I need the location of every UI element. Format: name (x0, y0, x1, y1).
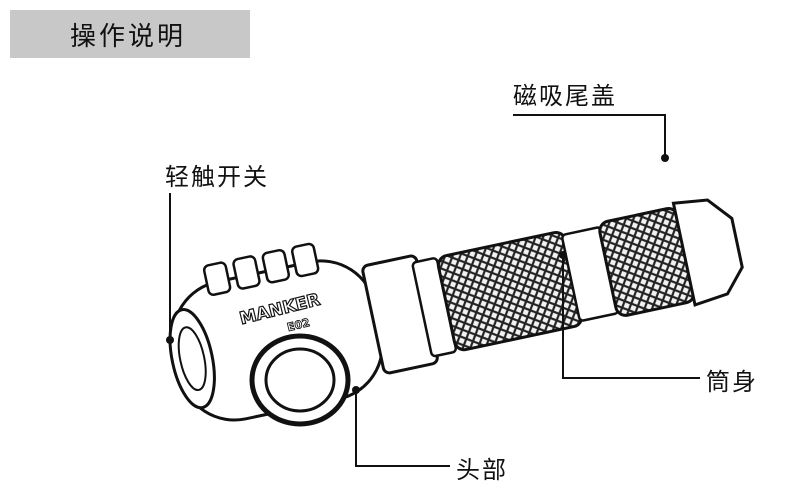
callout-switch: 轻触开关 (165, 163, 269, 191)
lens (264, 347, 336, 413)
leader-tail-cap (513, 114, 666, 158)
flashlight-drawing (168, 198, 744, 422)
leader-dots (166, 154, 669, 394)
leader-head (355, 390, 450, 467)
switch-face (168, 308, 216, 410)
leader-lines (169, 114, 700, 467)
model-engraving: E02 (286, 316, 311, 334)
section-title: 操作说明 (70, 21, 187, 52)
callout-tail-cap: 磁吸尾盖 (513, 82, 617, 110)
switch-button (177, 326, 207, 392)
tail-cap (671, 198, 744, 307)
section-banner: 操作说明 (10, 10, 250, 58)
head-fins (202, 242, 320, 296)
callout-body: 筒身 (706, 368, 758, 396)
leader-body (562, 255, 700, 379)
callout-head: 头部 (456, 456, 508, 484)
body-knurl (436, 230, 584, 352)
